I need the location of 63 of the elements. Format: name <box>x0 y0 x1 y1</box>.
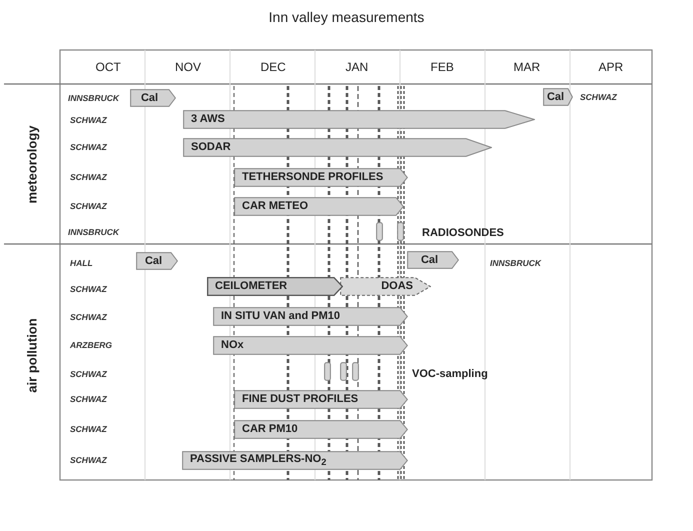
site-label: SCHWAZ <box>70 394 107 403</box>
month-label: MAR <box>514 61 540 73</box>
bar-label: FINE DUST PROFILES <box>242 394 358 405</box>
bar-label: Cal <box>144 256 162 266</box>
site-label: HALL <box>70 258 93 267</box>
duration-bar <box>234 420 408 439</box>
site-label: SCHWAZ <box>70 202 107 210</box>
bar-label: 3 AWS <box>191 114 225 125</box>
duration-bar <box>213 307 408 326</box>
month-label: NOV <box>175 61 202 73</box>
site-label: SCHWAZ <box>580 92 617 101</box>
sample-marker <box>340 362 347 381</box>
duration-bar <box>213 336 408 355</box>
bar-label: CAR PM10 <box>242 424 298 435</box>
duration-bar <box>136 252 178 270</box>
bar-label: DOAS <box>381 281 413 292</box>
duration-bar <box>234 168 408 187</box>
duration-bar <box>407 251 459 269</box>
sample-marker <box>324 362 331 381</box>
month-label: FEB <box>430 61 454 73</box>
site-label: SCHWAZ <box>70 456 107 464</box>
site-label: INNSBRUCK <box>490 258 541 267</box>
note-text: VOC-sampling <box>412 368 488 380</box>
duration-bar <box>130 89 176 107</box>
duration-bar <box>207 277 343 296</box>
sample-marker <box>352 362 359 381</box>
month-label: OCT <box>96 61 121 73</box>
site-label: SCHWAZ <box>70 116 107 124</box>
month-label: JAN <box>346 61 368 73</box>
note-text: RADIOSONDES <box>422 228 504 238</box>
bar-label: Cal <box>140 92 158 104</box>
bar-label: PASSIVE SAMPLERS-NO$_{2}$ <box>190 454 326 468</box>
site-label: ARZBERG <box>70 340 112 349</box>
bar-label: SODAR <box>191 142 231 153</box>
chart-title: Inn valley measurements <box>268 10 426 24</box>
site-label: SCHWAZ <box>70 312 107 321</box>
duration-bar <box>182 451 408 470</box>
site-label: INNSBRUCK <box>68 228 119 236</box>
bar-label: TETHERSONDE PROFILES <box>242 172 384 183</box>
bar-label: CEILOMETER <box>215 281 288 292</box>
site-label: INNSBRUCK <box>68 94 119 102</box>
duration-bar <box>234 197 404 216</box>
duration-bar <box>234 390 408 409</box>
duration-bar <box>183 110 535 129</box>
bar-label: CAR METEO <box>242 201 308 212</box>
site-label: SCHWAZ <box>70 172 107 181</box>
dashed-duration-bar <box>340 277 431 296</box>
site-label: SCHWAZ <box>70 424 107 433</box>
bar-label: IN SITU VAN and PM10 <box>221 311 340 322</box>
site-label: SCHWAZ <box>70 142 107 151</box>
month-label: APR <box>598 61 624 73</box>
sample-marker <box>376 222 383 241</box>
sample-marker <box>397 222 404 241</box>
month-label: DEC <box>260 61 286 73</box>
bar-label: NOx <box>221 340 244 351</box>
duration-bar <box>543 88 573 106</box>
duration-bar <box>183 138 492 157</box>
section-label: meteorology <box>26 125 38 203</box>
section-label: air pollution <box>26 318 39 392</box>
bar-label: Cal <box>546 92 564 102</box>
site-label: SCHWAZ <box>70 284 107 293</box>
site-label: SCHWAZ <box>70 370 107 378</box>
bar-label: Cal <box>420 254 438 266</box>
